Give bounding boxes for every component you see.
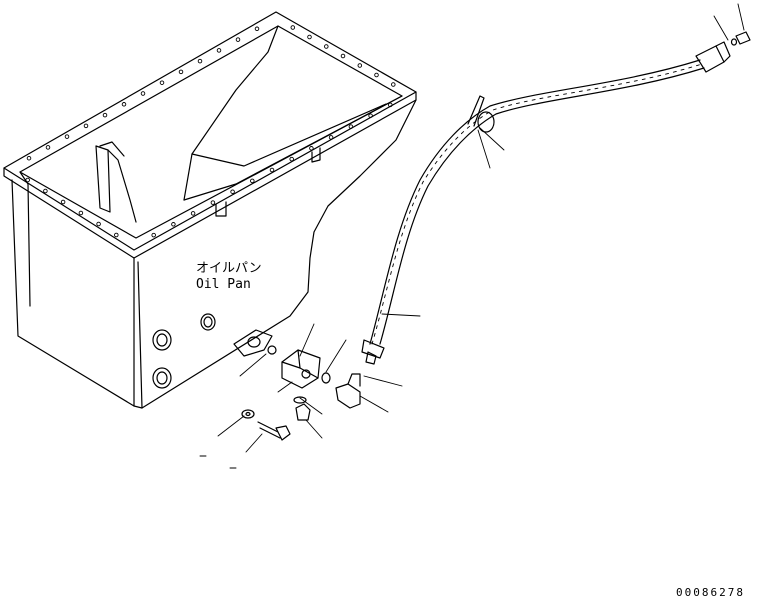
bolt-hole [26, 155, 32, 161]
sensor-block [281, 349, 321, 389]
bolt [257, 421, 291, 441]
bolt-hole [140, 91, 146, 96]
bolt-hole [96, 221, 101, 227]
bolt-hole [290, 25, 296, 30]
bolt-hole [324, 44, 329, 49]
bolt-hole [83, 123, 89, 129]
bolt-hole [216, 48, 222, 53]
bolt-hole [348, 124, 354, 129]
bolt-hole [43, 188, 48, 194]
bolt-hole [151, 232, 156, 238]
o-ring [267, 345, 277, 355]
bolt-hole [235, 37, 241, 42]
elbow-fitting [335, 373, 361, 409]
bolt-hole [388, 102, 393, 108]
bolt-hole [391, 82, 396, 87]
hose [361, 31, 751, 365]
bolt-hole [328, 135, 334, 140]
bolt-hole [309, 146, 314, 151]
bolt-hole [307, 34, 312, 40]
bolt-hole [190, 211, 196, 216]
bolt-hole [114, 232, 119, 238]
seal-ring [321, 372, 331, 384]
plug-fitting [295, 403, 311, 421]
hose-clamp [467, 95, 495, 133]
leader-lines [199, 3, 745, 469]
bolt-hole [64, 134, 70, 139]
bolt-hole [368, 113, 373, 118]
bolt-hole [289, 156, 294, 162]
oil-pan [3, 11, 417, 409]
bolt-hole [357, 63, 363, 68]
flange-bolt-holes [25, 25, 396, 238]
bolt-hole [121, 102, 127, 107]
bolt-hole [159, 80, 165, 85]
bolt-hole [25, 177, 30, 183]
bolt-hole [250, 178, 255, 184]
bolt-hole [374, 72, 379, 78]
drawing-code: 00086278 [676, 586, 745, 599]
washer [293, 396, 307, 404]
part-name-en: Oil Pan [196, 277, 251, 292]
bolt-hole [102, 112, 108, 118]
bolt-hole [197, 58, 203, 64]
bolt-hole [78, 210, 84, 216]
bolt-washer [241, 409, 255, 419]
bolt-hole [171, 222, 176, 227]
bolt-hole [254, 26, 260, 32]
bolt-hole [269, 167, 275, 173]
bolt-hole [60, 199, 66, 205]
bolt-hole [230, 189, 235, 194]
bolt-hole [45, 145, 51, 150]
bolt-hole [178, 69, 184, 75]
bolt-hole [210, 200, 216, 205]
bolt-hole [340, 53, 346, 59]
part-name-jp: オイルパン [196, 261, 262, 276]
